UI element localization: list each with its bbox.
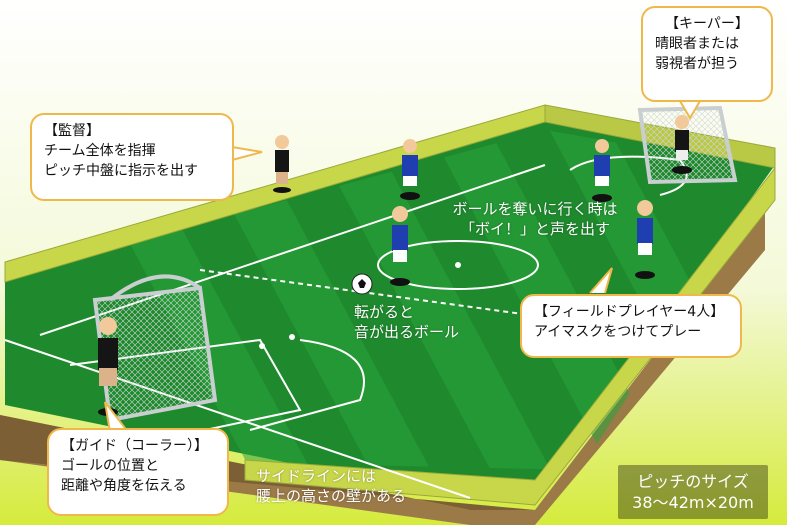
guide-line-2: 距離や角度を伝える [61, 478, 187, 494]
field-player-2 [390, 206, 410, 286]
near-goal [92, 274, 218, 423]
coach-line-2: ピッチ中盤に指示を出す [44, 163, 198, 179]
sideline-line-2: 腰上の高さの壁がある [256, 487, 407, 505]
coach-title: 【監督】 [44, 123, 100, 139]
ball-line-1: 転がると [354, 303, 415, 321]
front-wall [244, 166, 776, 506]
coach-callout: 【監督】 チーム全体を指揮 ピッチ中盤に指示を出す [30, 113, 234, 201]
guide-callout: 【ガイド（コーラー）】 ゴールの位置と 距離や角度を伝える [47, 428, 229, 516]
field-player-1 [400, 139, 420, 200]
field-players-callout: 【フィールドプレイヤー4人】 アイマスクをつけてプレー [520, 294, 742, 358]
voy-line-1: ボールを奪いに行く時は [452, 200, 618, 218]
coach-figure [273, 135, 291, 193]
field-players-title: 【フィールドプレイヤー4人】 [534, 304, 725, 320]
keeper-title: 【キーパー】 [665, 16, 749, 32]
keeper-player [672, 115, 692, 174]
sideline-line-1: サイドラインには [256, 467, 377, 485]
guide-figure [98, 317, 118, 416]
sound-ball [351, 273, 373, 295]
pitch-size-value: 38〜42m×20m [632, 493, 754, 512]
voy-label: ボールを奪いに行く時は 「ボイ！」と声を出す [425, 199, 645, 239]
field-lines [4, 155, 688, 499]
guide-title: 【ガイド（コーラー）】 [61, 438, 208, 454]
ball-label: 転がると 音が出るボール [354, 302, 484, 342]
keeper-callout: 【キーパー】 晴眼者または 弱視者が担う [641, 6, 773, 102]
callout-pointers [104, 100, 701, 433]
sideline-label: サイドラインには 腰上の高さの壁がある [256, 466, 446, 506]
guide-line-1: ゴールの位置と [61, 458, 159, 474]
pitch-size-box: ピッチのサイズ 38〜42m×20m [618, 465, 768, 519]
pitch-size-title: ピッチのサイズ [637, 472, 749, 491]
field-player-4 [635, 200, 655, 279]
field-player-3 [592, 139, 612, 202]
field-players-line-1: アイマスクをつけてプレー [534, 324, 702, 340]
coach-line-1: チーム全体を指揮 [44, 143, 156, 159]
keeper-line-1: 晴眼者または [655, 36, 739, 52]
ball-line-2: 音が出るボール [354, 323, 460, 341]
keeper-line-2: 弱視者が担う [655, 56, 739, 72]
voy-line-2: 「ボイ！」と声を出す [459, 220, 610, 238]
